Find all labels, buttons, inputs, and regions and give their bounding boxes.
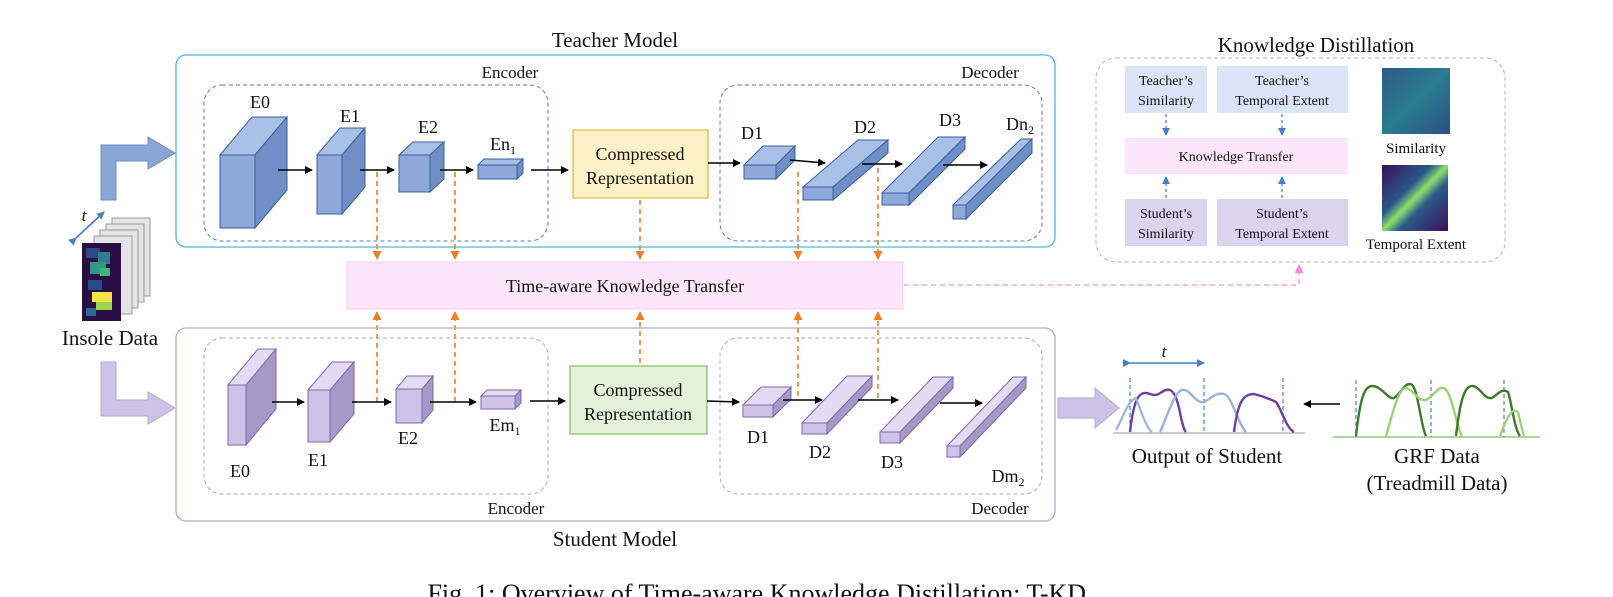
teacher-similarity-box (1125, 66, 1207, 113)
student-e1-label: E1 (308, 450, 328, 470)
student-compressed-representation (569, 365, 708, 435)
student-compressed-line2: Representation (584, 404, 692, 424)
teacher-temporal-line2: Temporal Extent (1235, 94, 1329, 109)
teacher-frame (175, 54, 1056, 248)
teacher-encoder-frame (203, 84, 549, 242)
time-aware-knowledge-transfer-label: Time-aware Knowledge Transfer (506, 276, 744, 296)
student-decoder-label: Decoder (971, 499, 1029, 518)
student-d1-label: D1 (747, 427, 769, 447)
student-output-arrow (1057, 386, 1120, 430)
teacher-e0-block (218, 115, 289, 230)
temporal-extent-image-label: Temporal Extent (1366, 237, 1467, 253)
teacher-model: Teacher Model Encoder Decoder E0 E1 E2 (175, 28, 1056, 248)
student-temporal-line1: Student’s (1256, 207, 1308, 222)
teacher-d3-block (880, 135, 967, 207)
teacher-compressed-line2: Representation (586, 168, 694, 188)
teacher-encoder-label: Encoder (482, 63, 539, 82)
kd-knowledge-transfer-label: Knowledge Transfer (1179, 150, 1294, 165)
insole-heatmap (82, 243, 121, 321)
similarity-image-label: Similarity (1386, 141, 1447, 157)
student-input-arrow (100, 361, 176, 425)
student-e0-block (226, 347, 278, 447)
similarity-matrix-image (1382, 68, 1450, 134)
teacher-similarity-line1: Teacher’s (1139, 74, 1193, 89)
teacher-e1-block (315, 126, 367, 216)
temporal-extent-matrix-image (1382, 165, 1448, 231)
teacher-title: Teacher Model (552, 28, 678, 52)
teacher-dn2-block (951, 137, 1034, 221)
teacher-en1-block (476, 157, 525, 181)
teacher-flow-arrows (278, 158, 988, 174)
teacher-d1-block (742, 144, 797, 181)
student-d3-label: D3 (881, 452, 903, 472)
student-d1-block (741, 385, 793, 419)
teacher-e1-label: E1 (340, 106, 360, 126)
student-temporal-extent-box (1217, 199, 1348, 246)
input-section: t Insole Data (62, 136, 176, 425)
student-temporal-line2: Temporal Extent (1235, 227, 1329, 242)
grf-data-label-line1: GRF Data (1394, 444, 1480, 468)
output-section: t Output of Student (1057, 342, 1540, 495)
teacher-en1-label: En1 (490, 134, 516, 157)
student-em1-block (479, 388, 523, 411)
student-em1-label: Em1 (490, 415, 521, 438)
insole-time-axis (68, 211, 105, 246)
teacher-temporal-line1: Teacher’s (1255, 74, 1309, 89)
distillation-link-arrow (904, 264, 1304, 286)
knowledge-distillation-panel: Knowledge Distillation Teacher’s Similar… (1095, 33, 1506, 263)
student-decoder-frame (719, 337, 1043, 495)
student-compressed-line1: Compressed (594, 380, 683, 400)
grf-waveform (1333, 380, 1540, 438)
insole-data-label: Insole Data (62, 326, 159, 350)
student-e2-label: E2 (398, 428, 418, 448)
teacher-e0-label: E0 (250, 92, 270, 112)
teacher-d2-block (801, 138, 890, 202)
student-d3-block (878, 375, 955, 445)
student-similarity-line2: Similarity (1138, 227, 1194, 242)
teacher-dn2-label: Dn2 (1006, 114, 1034, 137)
teacher-d3-label: D3 (939, 110, 961, 130)
teacher-e2-block (397, 140, 446, 194)
knowledge-distillation-title: Knowledge Distillation (1218, 33, 1415, 57)
student-d2-label: D2 (809, 442, 831, 462)
output-of-student-label: Output of Student (1132, 444, 1283, 468)
grf-data-label-line2: (Treadmill Data) (1367, 471, 1508, 495)
student-d2-block (800, 374, 874, 436)
figure-caption: Fig. 1: Overview of Time-aware Knowledge… (427, 579, 1092, 597)
student-e0-label: E0 (230, 461, 250, 481)
teacher-decoder-label: Decoder (961, 63, 1019, 82)
transfer-arrows (372, 168, 883, 402)
student-frame (175, 327, 1056, 522)
teacher-input-arrow (100, 136, 176, 201)
insole-time-symbol: t (82, 206, 88, 225)
teacher-e2-label: E2 (418, 117, 438, 137)
teacher-d1-label: D1 (741, 123, 763, 143)
teacher-compressed-line1: Compressed (596, 144, 685, 164)
student-similarity-line1: Student’s (1140, 207, 1192, 222)
time-aware-knowledge-transfer-box (346, 261, 904, 310)
teacher-temporal-extent-box (1217, 66, 1348, 113)
student-similarity-box (1125, 199, 1207, 246)
student-encoder-frame (203, 337, 549, 495)
student-encoder-label: Encoder (488, 499, 545, 518)
output-time-symbol: t (1162, 342, 1168, 361)
student-model: Student Model Encoder Decoder E0 E1 E2 (175, 327, 1056, 551)
student-e1-block (306, 360, 356, 444)
student-flow-arrows (272, 396, 983, 407)
knowledge-distillation-frame (1095, 57, 1506, 263)
teacher-similarity-line2: Similarity (1138, 94, 1194, 109)
student-e2-block (394, 374, 435, 425)
teacher-d2-label: D2 (854, 117, 876, 137)
student-title: Student Model (553, 527, 677, 551)
student-output-waveform (1113, 378, 1305, 434)
student-dm2-label: Dm2 (992, 466, 1025, 489)
kd-knowledge-transfer-box (1125, 138, 1348, 174)
teacher-compressed-representation (572, 129, 709, 199)
student-dm2-block (945, 375, 1028, 459)
